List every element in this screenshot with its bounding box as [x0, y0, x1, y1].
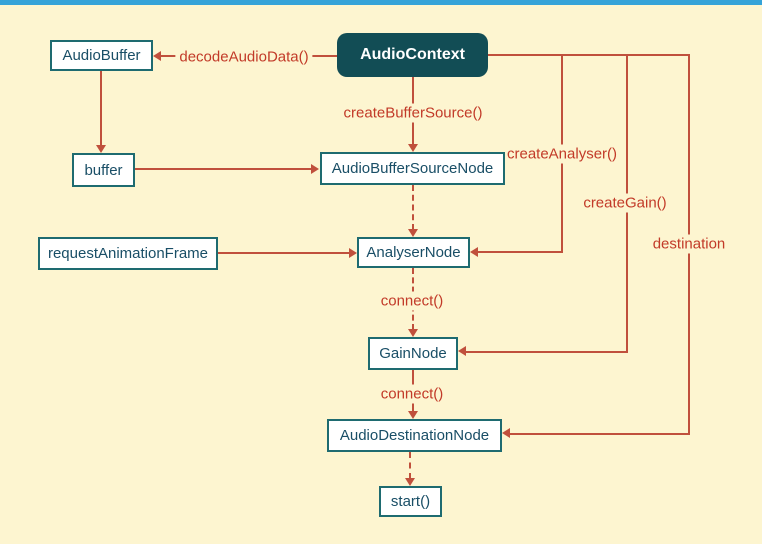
node-gain-node: GainNode: [368, 337, 458, 370]
node-buffer: buffer: [72, 153, 135, 187]
edge-decode-audio-data-arrowhead: [153, 51, 161, 61]
edge-create-buffer-source-arrowhead: [408, 144, 418, 152]
edge-label-create-analyser: createAnalyser(): [502, 144, 622, 164]
edge-source-to-analyser-line: [412, 185, 414, 230]
edge-create-analyser-arrowhead: [470, 247, 478, 257]
node-audio-buffer: AudioBuffer: [50, 40, 153, 71]
edge-create-gain-arrowhead: [458, 346, 466, 356]
node-start: start(): [379, 486, 442, 517]
edge-destination-arrowhead: [502, 428, 510, 438]
edge-label-create-gain: createGain(): [579, 193, 671, 213]
edge-create-analyser-hline: [478, 251, 563, 253]
edge-label-connect-analyser-gain: connect(): [376, 291, 448, 311]
edge-audiobuffer-to-buffer-arrowhead: [96, 145, 106, 153]
edge-buffer-to-source-arrowhead: [311, 164, 319, 174]
edge-label-connect-gain-destination: connect(): [376, 384, 448, 404]
node-request-animation-frame: requestAnimationFrame: [38, 237, 218, 270]
edge-label-destination: destination: [648, 234, 730, 254]
edge-audiobuffer-to-buffer-line: [100, 71, 102, 146]
edge-create-gain-hline: [466, 351, 628, 353]
edge-source-to-analyser-arrowhead: [408, 229, 418, 237]
node-audio-destination-node: AudioDestinationNode: [327, 419, 502, 452]
edge-label-decode-audio-data: decodeAudioData(): [175, 47, 313, 67]
edge-analyser-to-gain-arrowhead: [408, 329, 418, 337]
edge-buffer-to-source-line: [135, 168, 311, 170]
edge-raf-to-analyser-arrowhead: [349, 248, 357, 258]
edge-destination-hline: [510, 433, 690, 435]
edge-raf-to-analyser-line: [218, 252, 349, 254]
edge-gain-to-destination-arrowhead: [408, 411, 418, 419]
top-accent-bar: [0, 0, 762, 5]
node-audio-buffer-source-node: AudioBufferSourceNode: [320, 152, 505, 185]
edge-context-trunk-line: [488, 54, 690, 56]
edge-destination-to-start-arrowhead: [405, 478, 415, 486]
edge-destination-to-start-line: [409, 452, 411, 479]
node-analyser-node: AnalyserNode: [357, 237, 470, 268]
node-audio-context: AudioContext: [337, 33, 488, 77]
edge-label-create-buffer-source: createBufferSource(): [339, 103, 487, 123]
